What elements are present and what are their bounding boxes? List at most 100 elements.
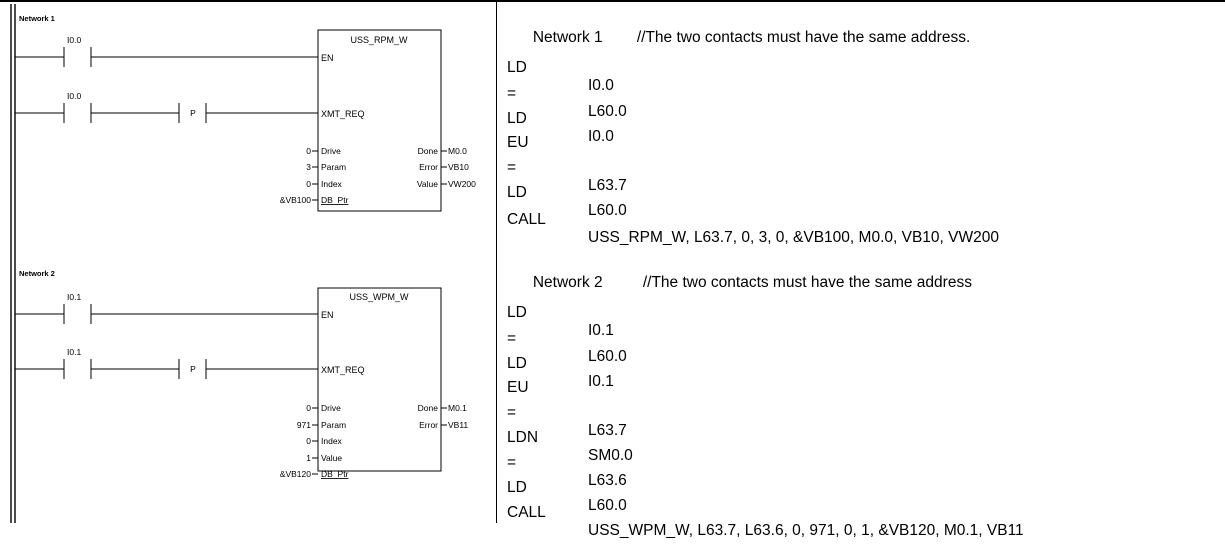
pin-xmt-req: XMT_REQ bbox=[321, 365, 365, 375]
svg-text:0: 0 bbox=[306, 179, 311, 189]
stl-opcode: = bbox=[507, 330, 517, 347]
stl-operand: I0.1 bbox=[588, 322, 614, 339]
stl-operand: I0.0 bbox=[588, 128, 614, 145]
svg-text:P: P bbox=[190, 364, 196, 374]
block-name: USS_RPM_W bbox=[350, 35, 408, 45]
svg-text:Error: Error bbox=[419, 420, 438, 430]
pin-xmt-req: XMT_REQ bbox=[321, 109, 365, 119]
svg-text:Param: Param bbox=[321, 162, 346, 172]
network-title: Network 1 bbox=[19, 14, 55, 23]
block-output: Value VW200 bbox=[417, 179, 476, 189]
stl-line: CALL USS_RPM_W, L63.7, 0, 3, 0, &VB100, … bbox=[497, 193, 999, 265]
statement-list-panel: Network 1 //The two contacts must have t… bbox=[497, 0, 1225, 539]
stl-opcode: LD bbox=[507, 479, 527, 496]
stl-opcode: LD bbox=[507, 184, 527, 201]
block-input: 971 Param bbox=[297, 420, 346, 430]
svg-text:0: 0 bbox=[306, 146, 311, 156]
svg-text:VB11: VB11 bbox=[448, 420, 468, 430]
stl-operand: I0.0 bbox=[588, 77, 614, 94]
svg-text:0: 0 bbox=[306, 403, 311, 413]
stl-line: LDN SM0.0 bbox=[497, 411, 633, 483]
ladder-network-1: Network 1 I0.0 I0.0 P USS_RPM_W EN XMT_R… bbox=[15, 14, 476, 212]
svg-text:M0.1: M0.1 bbox=[448, 403, 467, 413]
stl-line: = L63.7 bbox=[497, 141, 627, 213]
svg-text:M0.0: M0.0 bbox=[448, 146, 467, 156]
svg-text:Done: Done bbox=[418, 146, 439, 156]
stl-opcode: CALL bbox=[507, 504, 546, 521]
svg-text:&VB100: &VB100 bbox=[280, 195, 311, 205]
block-output: Error VB11 bbox=[419, 420, 468, 430]
stl-operand: USS_RPM_W, L63.7, 0, 3, 0, &VB100, M0.0,… bbox=[588, 229, 999, 246]
stl-line: EU bbox=[497, 361, 529, 433]
svg-text:DB_Ptr: DB_Ptr bbox=[321, 469, 349, 479]
stl-opcode: LD bbox=[507, 110, 527, 127]
svg-text:Index: Index bbox=[321, 179, 343, 189]
stl-opcode: EU bbox=[507, 379, 529, 396]
svg-text:Index: Index bbox=[321, 436, 343, 446]
stl-network-comment: //The two contacts must have the same ad… bbox=[636, 29, 971, 46]
stl-opcode: = bbox=[507, 159, 517, 176]
contact-address: I0.1 bbox=[67, 347, 81, 357]
block-output: Error VB10 bbox=[419, 162, 469, 172]
svg-text:&VB120: &VB120 bbox=[280, 469, 311, 479]
stl-operand: L63.6 bbox=[588, 472, 627, 489]
ladder-diagram: Network 1 I0.0 I0.0 P USS_RPM_W EN XMT_R… bbox=[10, 4, 476, 523]
stl-opcode: LD bbox=[507, 59, 527, 76]
block-input: 0 Drive bbox=[306, 403, 341, 413]
stl-opcode: LDN bbox=[507, 429, 539, 446]
contact-no bbox=[63, 103, 92, 123]
stl-line: = L63.7 bbox=[497, 386, 627, 458]
network-title: Network 2 bbox=[19, 269, 55, 278]
block-input: 0 Index bbox=[306, 436, 342, 446]
pin-en: EN bbox=[321, 53, 334, 63]
contact-address: I0.1 bbox=[67, 292, 81, 302]
svg-text:1: 1 bbox=[306, 453, 311, 463]
stl-line: = L60.0 bbox=[497, 312, 627, 384]
block-input: 1 Value bbox=[306, 453, 342, 463]
block-output: Done M0.0 bbox=[418, 146, 467, 156]
ladder-network-2: Network 2 I0.1 I0.1 P USS_WPM_W EN XMT_R… bbox=[15, 269, 468, 479]
stl-line: = L60.0 bbox=[497, 67, 627, 139]
svg-text:VB10: VB10 bbox=[448, 162, 469, 172]
contact-no bbox=[63, 47, 92, 67]
stl-line: LD I0.1 bbox=[497, 337, 614, 409]
stl-opcode: EU bbox=[507, 134, 529, 151]
block-input: 3 Param bbox=[306, 162, 346, 172]
svg-text:Value: Value bbox=[321, 453, 342, 463]
stl-opcode: = bbox=[507, 85, 517, 102]
stl-network-comment: //The two contacts must have the same ad… bbox=[642, 274, 972, 291]
function-block-uss-rpm-w: USS_RPM_W EN XMT_REQ 0 Drive 3 Param 0 I… bbox=[280, 29, 476, 212]
svg-text:971: 971 bbox=[297, 420, 311, 430]
stl-line: LD L60.0 bbox=[497, 461, 627, 533]
svg-text:Drive: Drive bbox=[321, 146, 341, 156]
svg-text:Error: Error bbox=[419, 162, 438, 172]
block-input: &VB120 DB_Ptr bbox=[280, 469, 349, 479]
stl-line: LD I0.0 bbox=[497, 92, 614, 164]
svg-text:3: 3 bbox=[306, 162, 311, 172]
stl-line: CALL USS_WPM_W, L63.7, L63.6, 0, 971, 0,… bbox=[497, 486, 1024, 558]
contact-address: I0.0 bbox=[67, 35, 81, 45]
stl-opcode: = bbox=[507, 404, 517, 421]
svg-text:Drive: Drive bbox=[321, 403, 341, 413]
positive-transition-contact: P bbox=[178, 103, 207, 123]
column-divider bbox=[496, 2, 497, 523]
stl-network-title: Network 1 bbox=[532, 29, 603, 46]
pin-en: EN bbox=[321, 310, 334, 320]
stl-opcode: CALL bbox=[507, 211, 546, 228]
stl-operand: L63.7 bbox=[588, 177, 627, 194]
contact-no bbox=[63, 359, 92, 379]
stl-operand: L60.0 bbox=[588, 348, 627, 365]
stl-line: LD I0.1 bbox=[497, 286, 614, 358]
block-output: Done M0.1 bbox=[418, 403, 467, 413]
top-border bbox=[0, 0, 1225, 2]
stl-operand: L60.0 bbox=[588, 497, 627, 514]
contact-no bbox=[63, 304, 92, 324]
stl-operand: L60.0 bbox=[588, 202, 627, 219]
stl-operand: USS_WPM_W, L63.7, L63.6, 0, 971, 0, 1, &… bbox=[588, 522, 1024, 539]
svg-text:DB_Ptr: DB_Ptr bbox=[321, 195, 349, 205]
positive-transition-contact: P bbox=[178, 359, 207, 379]
stl-opcode: LD bbox=[507, 304, 527, 321]
stl-operand: L60.0 bbox=[588, 103, 627, 120]
stl-operand: I0.1 bbox=[588, 373, 614, 390]
svg-text:Value: Value bbox=[417, 179, 438, 189]
